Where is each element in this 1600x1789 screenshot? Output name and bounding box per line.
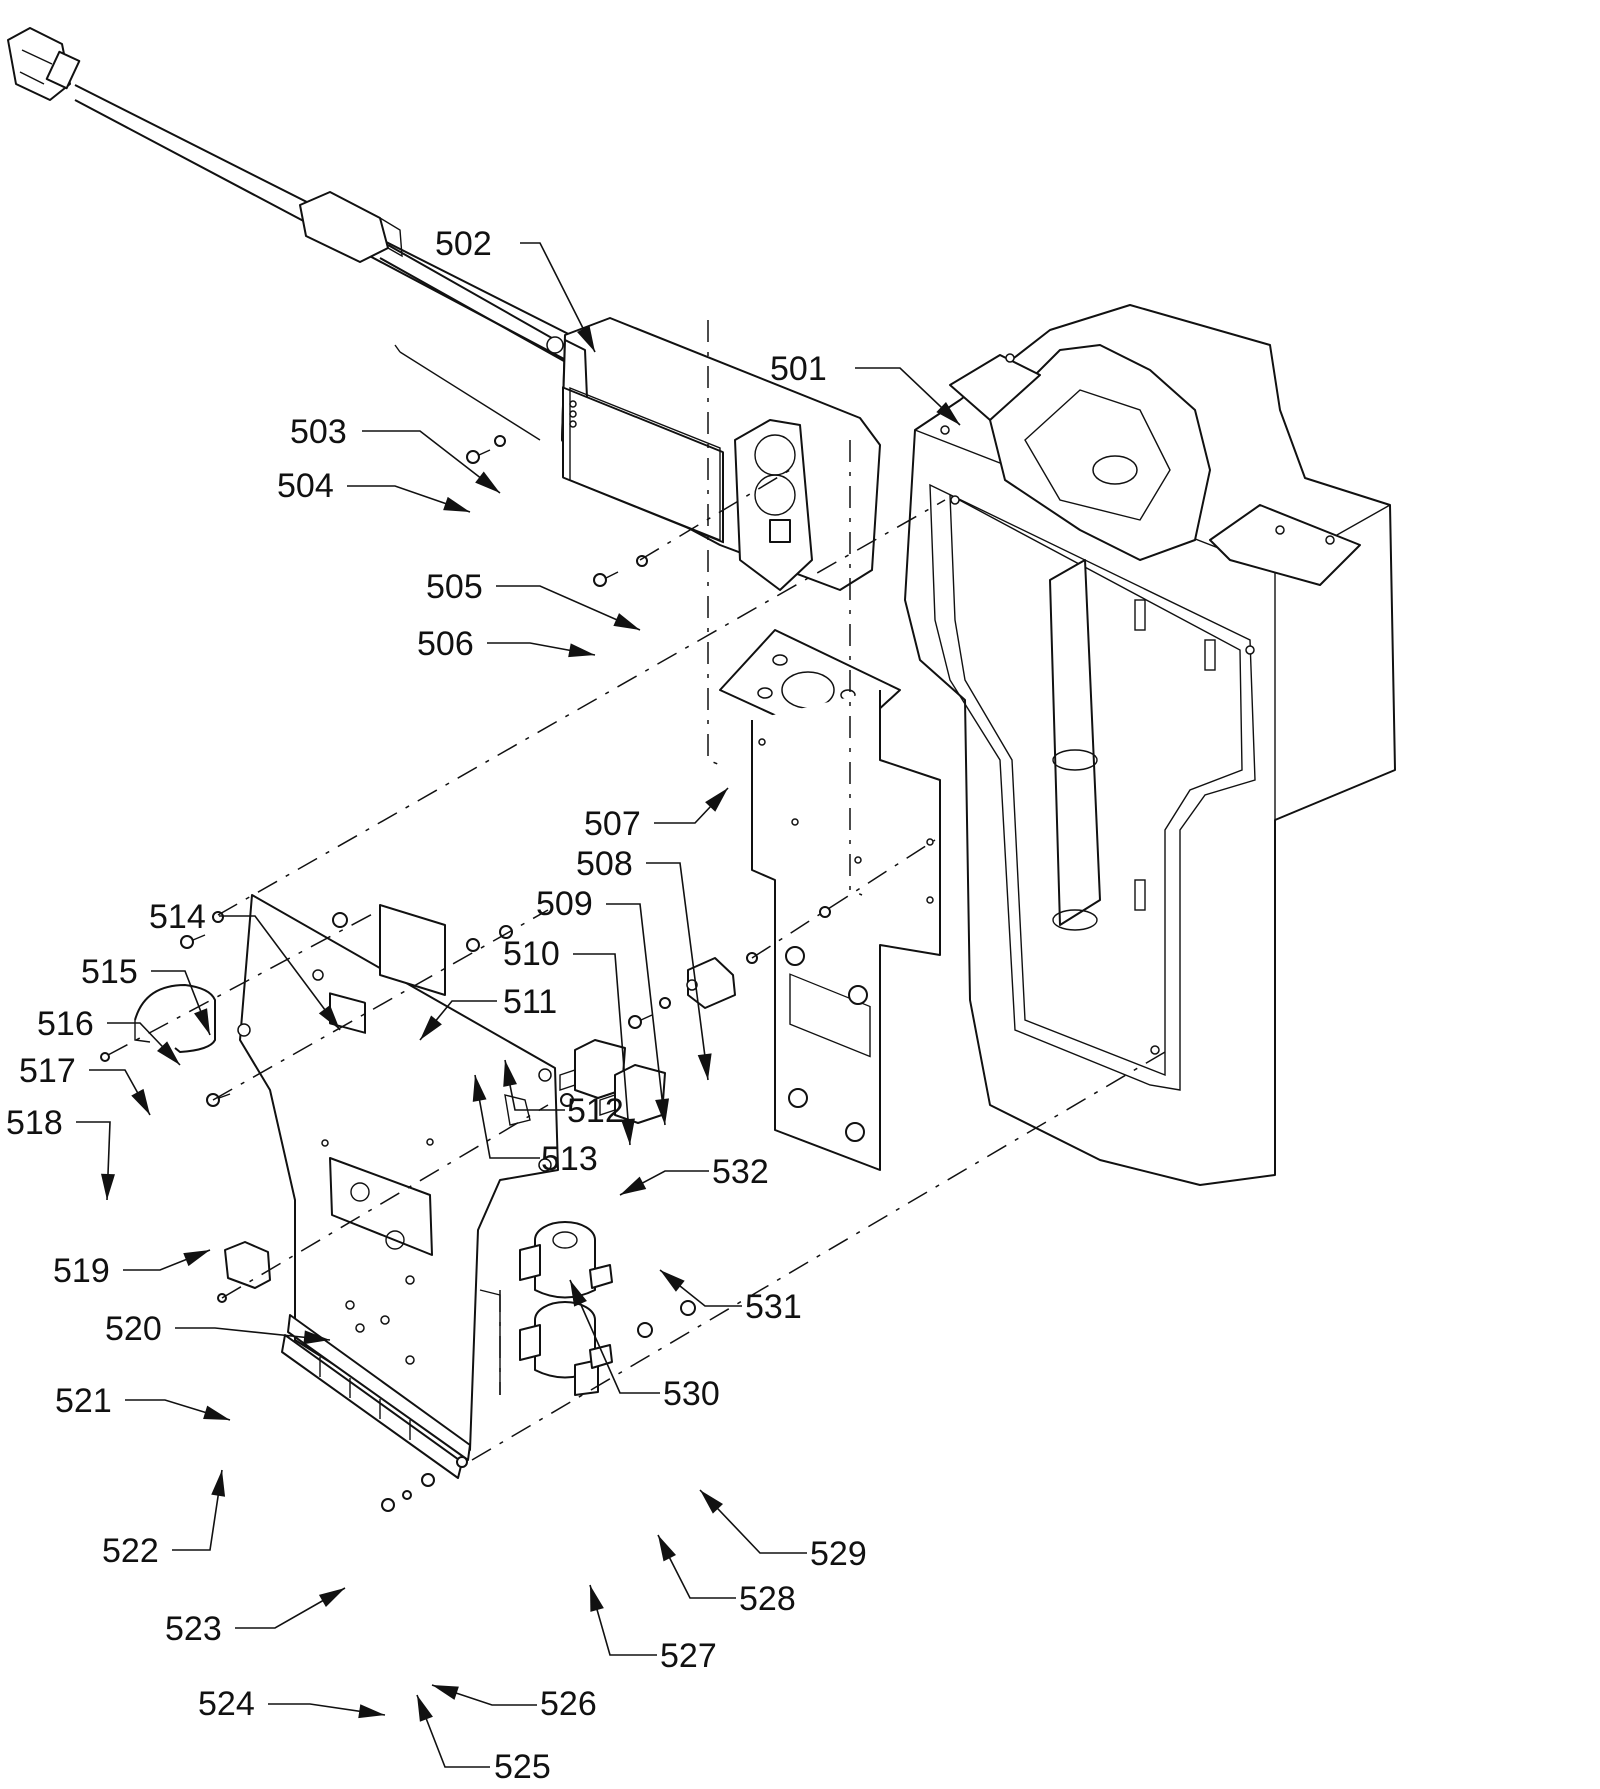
reference-label-518: 518 (6, 1104, 63, 1142)
arrowhead-528 (658, 1535, 677, 1562)
leader-line-504 (347, 485, 471, 513)
leader-line-509 (606, 903, 666, 1126)
inline-connector (299, 191, 403, 263)
reference-label-508: 508 (576, 845, 633, 883)
reference-label-512: 512 (567, 1092, 624, 1130)
assembly-centerlines (107, 320, 1166, 1461)
reference-label-526: 526 (540, 1685, 597, 1723)
reference-label-527: 527 (660, 1637, 717, 1675)
arrowhead-512 (503, 1060, 517, 1087)
leader-line-522 (172, 1469, 223, 1551)
reference-label-525: 525 (494, 1748, 551, 1786)
reference-label-521: 521 (55, 1382, 112, 1420)
reference-label-511: 511 (503, 983, 557, 1021)
reference-label-509: 509 (536, 885, 593, 923)
arrowhead-530 (570, 1280, 587, 1307)
arrowhead-518 (101, 1173, 115, 1200)
leader-line-528 (657, 1534, 736, 1599)
arrowhead-521 (203, 1405, 230, 1420)
reference-label-507: 507 (584, 805, 641, 843)
leader-line-505 (496, 585, 641, 631)
arrowhead-522 (211, 1470, 226, 1497)
reference-label-501: 501 (770, 350, 827, 388)
reference-label-506: 506 (417, 625, 474, 663)
reference-label-519: 519 (53, 1252, 110, 1290)
leader-lines (76, 242, 961, 1768)
arrowhead-532 (620, 1176, 647, 1195)
ground-wire-503 (394, 344, 541, 441)
arrowhead-519 (183, 1250, 210, 1267)
reference-label-528: 528 (739, 1580, 796, 1618)
housing-501 (904, 304, 1396, 1186)
arrowhead-508 (697, 1053, 712, 1080)
reference-label-532: 532 (712, 1153, 769, 1191)
leader-line-502 (520, 242, 596, 353)
arrowhead-526 (432, 1685, 459, 1700)
reference-label-529: 529 (810, 1535, 867, 1573)
reference-label-520: 520 (105, 1310, 162, 1348)
arrowhead-503 (475, 471, 500, 493)
reference-label-524: 524 (198, 1685, 255, 1723)
power-inlet-521 (224, 1241, 271, 1289)
leader-line-525 (416, 1694, 490, 1768)
arrowhead-510 (620, 1118, 635, 1145)
mounting-bracket-507 (719, 629, 941, 1171)
arrowhead-524 (358, 1704, 385, 1719)
reference-label-530: 530 (663, 1375, 720, 1413)
arrowhead-527 (590, 1585, 604, 1612)
reference-label-505: 505 (426, 568, 483, 606)
arrowhead-513 (472, 1075, 487, 1102)
reference-label-510: 510 (503, 935, 560, 973)
leader-line-501 (855, 367, 961, 426)
plug-connector (7, 27, 81, 101)
main-panel (237, 894, 559, 1479)
reference-label-517: 517 (19, 1052, 76, 1090)
leader-line-503 (362, 430, 501, 494)
reference-label-523: 523 (165, 1610, 222, 1648)
leader-line-514 (219, 915, 341, 1031)
solenoid-valve-527 (519, 1221, 613, 1396)
arrowhead-515 (194, 1008, 210, 1035)
arrowhead-505 (613, 613, 640, 630)
arrowhead-516 (157, 1041, 180, 1065)
arrowhead-523 (318, 1588, 345, 1607)
arrowhead-525 (417, 1695, 433, 1722)
leader-line-510 (573, 953, 631, 1146)
reference-label-522: 522 (102, 1532, 159, 1570)
leader-line-518 (76, 1121, 111, 1201)
leader-line-513 (474, 1074, 540, 1159)
arrowhead-504 (443, 496, 470, 512)
reference-label-513: 513 (541, 1140, 598, 1178)
arrowhead-501 (936, 402, 960, 425)
leader-line-527 (589, 1584, 657, 1656)
reference-label-514: 514 (149, 898, 206, 936)
arrowhead-531 (660, 1270, 685, 1292)
leader-line-529 (699, 1489, 807, 1554)
arrowhead-507 (705, 788, 728, 812)
leader-line-530 (569, 1279, 660, 1394)
reference-label-516: 516 (37, 1005, 94, 1043)
reference-label-531: 531 (745, 1288, 802, 1326)
leader-line-523 (235, 1587, 346, 1629)
gasket-plate-511 (379, 904, 446, 996)
reference-label-502: 502 (435, 225, 492, 263)
reference-label-504: 504 (277, 467, 334, 505)
reference-label-503: 503 (290, 413, 347, 451)
arrowhead-529 (700, 1490, 723, 1514)
arrowhead-514 (318, 1004, 340, 1030)
leader-line-520 (175, 1327, 331, 1341)
arrowhead-517 (131, 1088, 150, 1115)
clamp-517 (134, 984, 216, 1053)
reference-label-515: 515 (81, 953, 138, 991)
arrowhead-520 (303, 1330, 330, 1345)
arrowhead-509 (655, 1098, 670, 1125)
arrowhead-506 (568, 643, 595, 658)
arrowhead-511 (420, 1015, 442, 1040)
spacer-508 (686, 957, 736, 1009)
arrowhead-502 (577, 325, 595, 352)
control-module-502 (546, 317, 881, 591)
leader-line-508 (646, 862, 709, 1081)
